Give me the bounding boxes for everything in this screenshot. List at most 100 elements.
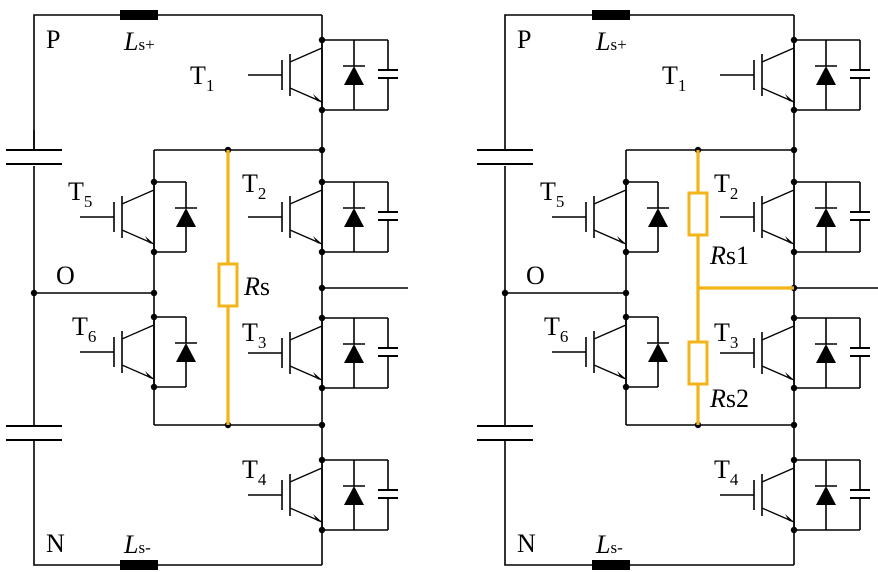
snubber-resistor-rs1 — [687, 150, 709, 288]
diode-symbol — [794, 317, 837, 389]
rs2-label: Rs2 — [709, 384, 749, 413]
dc-capacitor-bottom — [6, 425, 62, 441]
igbt-symbol — [552, 189, 627, 245]
diode-symbol — [626, 181, 669, 253]
node-o-label: O — [526, 261, 545, 290]
junction-node — [318, 384, 326, 392]
igbt-symbol — [248, 325, 323, 381]
snubber-capacitor-symbol — [354, 459, 398, 531]
igbt-t1 — [720, 36, 870, 114]
junction-node — [150, 313, 158, 321]
diode-symbol — [794, 181, 837, 253]
junction-node — [150, 383, 158, 391]
t5-label: T5 — [68, 177, 92, 211]
junction-node — [790, 106, 798, 114]
t1-label: T1 — [662, 61, 686, 95]
junction-node — [318, 248, 326, 256]
igbt-t4 — [248, 456, 398, 534]
diode-symbol — [322, 39, 365, 111]
igbt-t1 — [248, 36, 398, 114]
diode-symbol — [154, 316, 197, 388]
junction-node — [790, 36, 798, 44]
ls-plus-label: Ls+ — [123, 27, 155, 56]
neutral-node — [30, 289, 38, 297]
junction-node — [790, 178, 798, 186]
node-p-label: P — [517, 25, 531, 54]
igbt-symbol — [552, 324, 627, 380]
igbt-t4 — [720, 456, 870, 534]
igbt-t2 — [248, 178, 398, 256]
node-n-label: N — [517, 529, 536, 558]
t4-label: T4 — [714, 455, 739, 489]
diode-symbol — [794, 459, 837, 531]
igbt-t3 — [248, 314, 398, 392]
t3-label: T3 — [242, 318, 266, 352]
igbt-t6 — [80, 313, 197, 391]
circuit-right: P N O Ls+ Ls- T1 T2 T3 T4 T5 T6 Rs1 Rs2 — [477, 10, 878, 570]
ls-minus-label: Ls- — [595, 530, 623, 559]
igbt-t2 — [720, 178, 870, 256]
dc-bus-left — [33, 14, 323, 566]
snubber-capacitor-symbol — [826, 39, 870, 111]
inductor-ls-minus — [120, 560, 158, 570]
ls-plus-label: Ls+ — [595, 27, 627, 56]
junction-node — [790, 384, 798, 392]
junction-node — [150, 248, 158, 256]
junction-node — [318, 178, 326, 186]
junction-node — [790, 314, 798, 322]
dc-bus-right — [504, 14, 795, 566]
junction-node — [318, 526, 326, 534]
node-n-label: N — [46, 529, 65, 558]
igbt-symbol — [720, 467, 795, 523]
diode-symbol — [322, 459, 365, 531]
igbt-symbol — [720, 325, 795, 381]
neutral-node — [501, 289, 509, 297]
dc-capacitor-top — [477, 149, 533, 166]
inductor-ls-minus — [592, 560, 630, 570]
igbt-symbol — [80, 189, 155, 245]
t3-label: T3 — [714, 318, 738, 352]
t6-label: T6 — [72, 312, 96, 346]
igbt-t5 — [552, 178, 669, 256]
snubber-capacitor-symbol — [826, 181, 870, 253]
dc-capacitor-top — [6, 130, 62, 166]
junction-node — [790, 456, 798, 464]
snubber-capacitor-symbol — [354, 181, 398, 253]
junction-node — [318, 36, 326, 44]
rs-label: Rs — [243, 272, 270, 301]
igbt-symbol — [720, 189, 795, 245]
snubber-resistor-rs — [217, 150, 239, 425]
junction-node — [790, 248, 798, 256]
diode-symbol — [154, 181, 197, 253]
diode-symbol — [794, 39, 837, 111]
igbt-t5 — [80, 178, 197, 256]
igbt-t3 — [720, 314, 870, 392]
junction-node — [318, 106, 326, 114]
junction-node — [150, 178, 158, 186]
ls-minus-label: Ls- — [123, 530, 151, 559]
dc-capacitor-bottom — [477, 425, 533, 441]
junction-node — [622, 383, 630, 391]
inductor-ls-plus — [592, 10, 630, 20]
t1-label: T1 — [190, 61, 214, 95]
snubber-resistor-rs2 — [687, 288, 709, 425]
t2-label: T2 — [242, 169, 266, 203]
node-o-label: O — [56, 261, 75, 290]
igbt-symbol — [248, 47, 323, 103]
rs1-label: Rs1 — [709, 241, 749, 270]
diode-symbol — [626, 316, 669, 388]
snubber-capacitor-symbol — [826, 317, 870, 389]
junction-node — [622, 248, 630, 256]
snubber-capacitor-symbol — [354, 317, 398, 389]
junction-node — [622, 178, 630, 186]
t2-label: T2 — [714, 169, 738, 203]
t5-label: T5 — [540, 177, 564, 211]
snubber-capacitor-symbol — [826, 459, 870, 531]
junction-node — [318, 314, 326, 322]
igbt-symbol — [248, 189, 323, 245]
igbt-symbol — [720, 47, 795, 103]
junction-node — [318, 456, 326, 464]
junction-node — [622, 313, 630, 321]
t4-label: T4 — [242, 455, 267, 489]
